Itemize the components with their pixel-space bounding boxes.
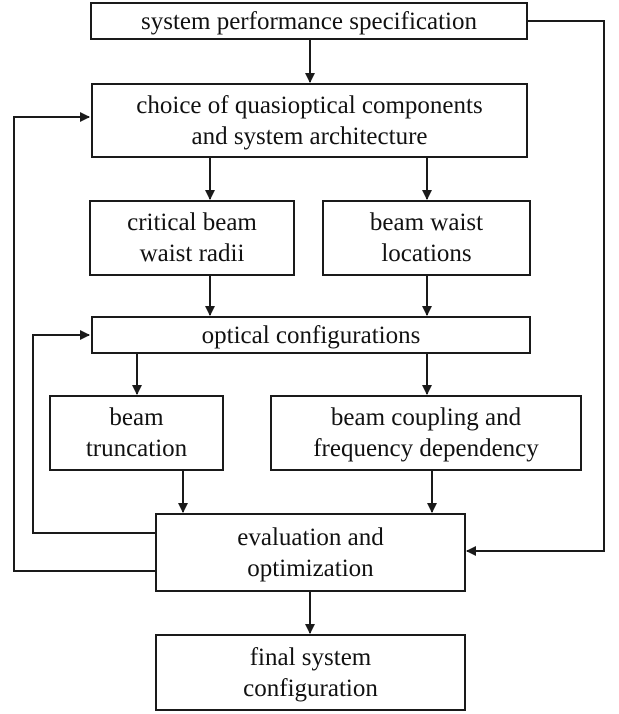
node-choice-of-components: choice of quasioptical components and sy… <box>91 83 528 158</box>
node-label: system performance specification <box>141 7 477 35</box>
node-final-system-configuration: final system configuration <box>155 634 466 711</box>
node-beam-waist-locations: beam waist locations <box>322 200 531 276</box>
node-beam-truncation: beam truncation <box>49 395 224 471</box>
node-label: final system configuration <box>243 643 378 702</box>
node-label: beam coupling and frequency dependency <box>313 404 539 462</box>
node-system-performance-specification: system performance specification <box>90 2 528 40</box>
node-evaluation-optimization: evaluation and optimization <box>155 513 466 592</box>
node-label: optical configurations <box>201 321 421 349</box>
node-beam-coupling-frequency: beam coupling and frequency dependency <box>270 395 582 471</box>
node-label: evaluation and optimization <box>237 523 384 582</box>
node-optical-configurations: optical configurations <box>91 316 531 354</box>
node-label: choice of quasioptical components and sy… <box>136 91 483 150</box>
node-label: beam truncation <box>85 404 188 462</box>
node-label: critical beam waist radii <box>127 209 257 267</box>
node-critical-beam-waist-radii: critical beam waist radii <box>89 200 295 276</box>
node-label: beam waist locations <box>369 209 484 267</box>
